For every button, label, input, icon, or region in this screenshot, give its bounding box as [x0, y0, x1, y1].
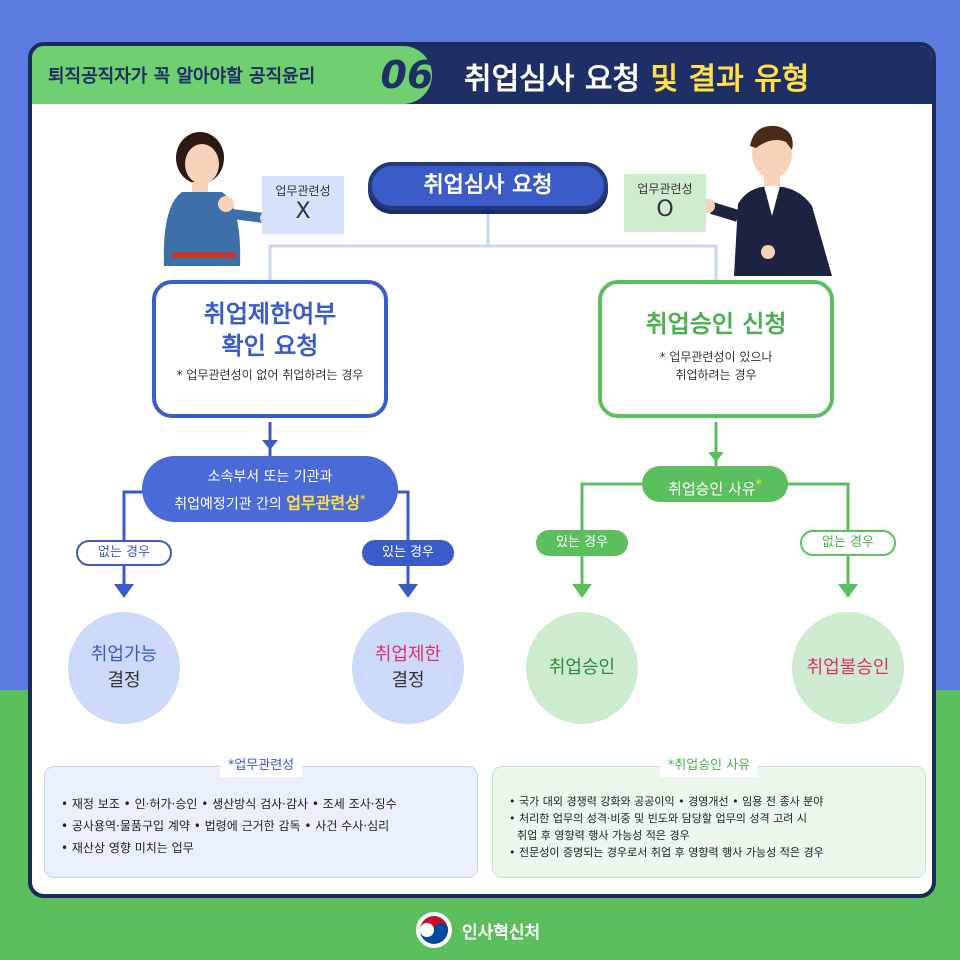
result-employment-denied: 취업불승인 — [792, 612, 904, 724]
result2-line1: 취업제한 — [374, 644, 442, 665]
title-part2: 및 — [650, 62, 679, 97]
condition-line2: 취업예정기관 간의 업무관련성* — [142, 488, 398, 516]
footer: 인사혁신처 — [414, 910, 540, 950]
arrow-right-no — [838, 584, 858, 598]
tag-left-yes: 있는 경우 — [362, 540, 454, 566]
note-x-label: 업무관련성 — [275, 184, 331, 198]
line-main-right — [488, 244, 718, 280]
header: 퇴직공직자가 꼭 알아야할 공직윤리 06 취업심사 요청 및 결과 유형 — [32, 46, 932, 104]
box-left-title: 취업제한여부 확인 요청 — [156, 298, 384, 362]
condition-right-star: * — [755, 476, 762, 491]
arrow-left-box — [262, 440, 278, 450]
panel-right-label: *취업승인 사유 — [659, 755, 759, 777]
box-right-note-line1: * 업무관련성이 있으나 — [659, 350, 773, 364]
box-right-title: 취업승인 신청 — [645, 310, 787, 338]
header-subtitle: 퇴직공직자가 꼭 알아야할 공직윤리 — [48, 66, 316, 87]
panel-right-body: • 국가 대외 경쟁력 강화와 공공이익 • 경영개선 • 임용 전 종사 분야… — [509, 793, 909, 861]
panel-approval-reasons: *취업승인 사유 • 국가 대외 경쟁력 강화와 공공이익 • 경영개선 • 임… — [492, 755, 926, 878]
page-title: 취업심사 요청 및 결과 유형 — [464, 54, 809, 98]
box-left-title-line1: 취업제한여부 — [203, 300, 337, 328]
tag-right-yes: 있는 경우 — [536, 530, 628, 556]
panel-left-label: *업무관련성 — [219, 755, 303, 777]
arrow-left-yes — [398, 584, 418, 598]
result1-line2: 결정 — [107, 670, 141, 691]
arrow-right-yes — [572, 584, 592, 598]
line-left-no — [122, 490, 144, 586]
panel-relevance-definition: *업무관련성 • 재정 보조 • 인·허가·승인 • 생산방식 검사·감사 • … — [44, 755, 478, 878]
header-subtitle-band: 퇴직공직자가 꼭 알아야할 공직윤리 — [32, 46, 432, 104]
result-employment-approved: 취업승인 — [526, 612, 638, 724]
note-relevance-o: 업무관련성 O — [624, 174, 706, 232]
result-employment-restricted: 취업제한 결정 — [352, 612, 464, 724]
title-part3: 결과 유형 — [678, 62, 810, 97]
taegeuk-logo-icon — [416, 912, 452, 948]
box-left-note: * 업무관련성이 없어 취업하려는 경우 — [176, 368, 364, 382]
condition-relevance: 소속부서 또는 기관과 취업예정기관 간의 업무관련성* — [142, 456, 398, 522]
box-left-title-line2: 확인 요청 — [221, 332, 319, 360]
panel-left-line3: • 재산상 영향 미치는 업무 — [61, 841, 194, 855]
condition-right-label: 취업승인 사유 — [668, 480, 756, 498]
line-main-left — [268, 214, 490, 280]
box-approval-request: 취업승인 신청 * 업무관련성이 있으나 취업하려는 경우 — [598, 280, 834, 418]
condition-star: * — [359, 492, 366, 506]
result-employment-possible: 취업가능 결정 — [68, 612, 180, 724]
note-x-mark: X — [295, 199, 311, 224]
arrow-left-no — [114, 584, 134, 598]
box-right-note: * 업무관련성이 있으나 취업하려는 경우 — [602, 348, 830, 384]
footer-org-name: 인사혁신처 — [462, 922, 541, 943]
box-right-note-line2: 취업하려는 경우 — [675, 368, 757, 382]
box-restriction-check: 취업제한여부 확인 요청 * 업무관련성이 없어 취업하려는 경우 — [152, 280, 388, 418]
result2-line2: 결정 — [391, 670, 425, 691]
panel-right-line2: • 처리한 업무의 성격·비중 및 빈도와 담당할 업무의 성격 고려 시 — [509, 812, 807, 825]
woman-illustration-icon — [163, 132, 272, 266]
arrow-right-box — [708, 452, 724, 462]
panel-right-line4: • 전문성이 증명되는 경우로서 취업 후 영향력 행사 가능성 적은 경우 — [509, 846, 824, 859]
note-o-label: 업무관련성 — [637, 182, 693, 196]
note-relevance-x: 업무관련성 X — [262, 176, 344, 234]
connector-lines — [114, 125, 858, 598]
tag-right-no: 없는 경우 — [800, 530, 896, 556]
man-illustration-icon — [701, 125, 832, 276]
note-o-mark: O — [656, 197, 674, 222]
panel-right-line1: • 국가 대외 경쟁력 강화와 공공이익 • 경영개선 • 임용 전 종사 분야 — [509, 795, 824, 808]
result3-label: 취업승인 — [548, 657, 616, 678]
condition-approval-reason: 취업승인 사유* — [642, 466, 788, 502]
panel-right-line3: 취업 후 영향력 행사 가능성 적은 경우 — [517, 829, 690, 842]
infographic-card: 퇴직공직자가 꼭 알아야할 공직윤리 06 취업심사 요청 및 결과 유형 — [28, 42, 936, 898]
request-pill: 취업심사 요청 — [368, 162, 608, 210]
result4-label: 취업불승인 — [806, 657, 890, 678]
condition-highlight: 업무관련성 — [286, 493, 360, 513]
panel-left-line1: • 재정 보조 • 인·허가·승인 • 생산방식 검사·감사 • 조세 조사·징… — [61, 797, 397, 811]
tag-left-no: 없는 경우 — [76, 540, 172, 566]
condition-line1: 소속부서 또는 기관과 — [207, 469, 333, 485]
condition-line2-text: 취업예정기관 간의 — [174, 496, 287, 513]
panel-left-line2: • 공사용역·물품구입 계약 • 법령에 근거한 감독 • 사건 수사·심리 — [61, 819, 390, 833]
title-part1: 취업심사 요청 — [464, 62, 651, 97]
result1-line1: 취업가능 — [90, 644, 158, 665]
header-number: 06 — [380, 53, 434, 97]
